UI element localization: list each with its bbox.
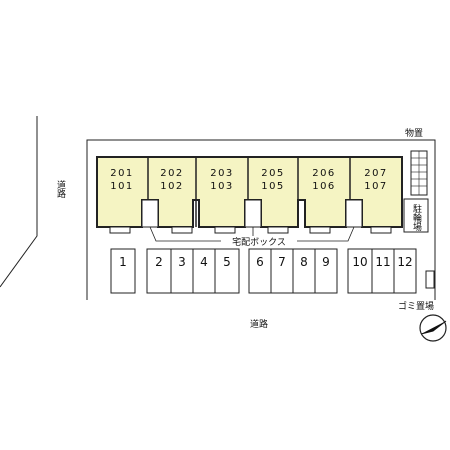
unit-lower-number: 102 xyxy=(160,181,184,192)
north-arrow-icon xyxy=(419,314,447,342)
garbage-box xyxy=(425,270,435,289)
parking-space-number: 8 xyxy=(300,255,308,269)
unit-dividers xyxy=(147,157,351,227)
unit-105-205: 205 105 xyxy=(261,168,285,192)
parking-space-number: 1 xyxy=(119,255,127,269)
road-label-left: 道路 xyxy=(55,179,66,199)
bicycle-parking-label: 駐輪場 xyxy=(411,203,422,232)
unit-upper-number: 203 xyxy=(210,168,234,179)
parking-space-number: 11 xyxy=(375,255,390,269)
parking-space-number: 6 xyxy=(256,255,264,269)
parking-space-number: 12 xyxy=(397,255,412,269)
unit-lower-number: 101 xyxy=(110,181,134,192)
garbage-label: ゴミ置場 xyxy=(398,300,434,312)
unit-upper-number: 207 xyxy=(364,168,388,179)
storage-shed xyxy=(410,150,428,196)
bicycle-parking-area xyxy=(403,198,429,233)
parking-space-number: 10 xyxy=(352,255,367,269)
delivery-box-markers xyxy=(141,199,363,228)
delivery-box-label: 宅配ボックス xyxy=(232,236,286,248)
parking-space-number: 4 xyxy=(200,255,208,269)
unit-107-207: 207 107 xyxy=(364,168,388,192)
unit-upper-number: 205 xyxy=(261,168,285,179)
unit-102-202: 202 102 xyxy=(160,168,184,192)
parking-space-number: 3 xyxy=(178,255,186,269)
unit-103-203: 203 103 xyxy=(210,168,234,192)
parking-space-number: 5 xyxy=(223,255,231,269)
delivery-box-label-bg xyxy=(221,236,297,247)
road-boundary-left xyxy=(0,116,38,288)
unit-upper-number: 206 xyxy=(312,168,336,179)
storage-label: 物置 xyxy=(405,127,423,139)
unit-106-206: 206 106 xyxy=(312,168,336,192)
unit-lower-number: 106 xyxy=(312,181,336,192)
parking-numbers: 1 2 3 4 5 6 7 8 9 10 11 12 xyxy=(119,255,412,269)
unit-lower-number: 107 xyxy=(364,181,388,192)
unit-101-201: 201 101 xyxy=(110,168,134,192)
unit-upper-number: 202 xyxy=(160,168,184,179)
parking-area xyxy=(110,248,417,294)
parking-space-number: 7 xyxy=(278,255,286,269)
unit-lower-number: 105 xyxy=(261,181,285,192)
site-boundary xyxy=(86,139,436,300)
unit-upper-number: 201 xyxy=(110,168,134,179)
entrance-steps xyxy=(109,226,392,234)
parking-space-number: 2 xyxy=(155,255,163,269)
parking-space-number: 9 xyxy=(322,255,330,269)
road-label-bottom: 道路 xyxy=(250,318,268,330)
unit-lower-number: 103 xyxy=(210,181,234,192)
